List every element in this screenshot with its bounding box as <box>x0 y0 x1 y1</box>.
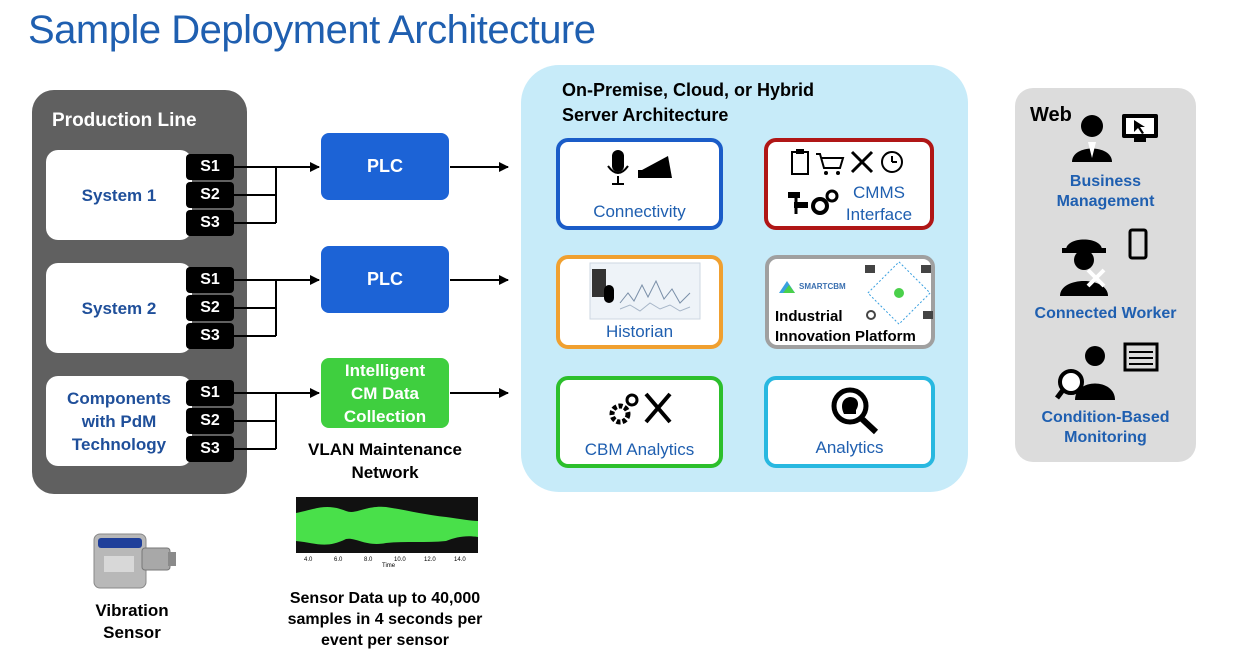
waveform-tick: 8.0 <box>364 557 373 563</box>
web-label-line: Business <box>1069 173 1142 190</box>
vlan-label: VLAN Maintenance Network <box>285 438 485 484</box>
components-label-line: Components <box>67 388 171 408</box>
server-title: On-Premise, Cloud, or Hybrid Server Arch… <box>562 78 814 128</box>
cmms-label-line: Interface <box>845 205 913 224</box>
sensor-data-caption: Sensor Data up to 40,000 samples in 4 se… <box>250 588 520 651</box>
historian-chart-icon <box>589 262 701 320</box>
connected-worker-label: Connected Worker <box>1034 305 1177 322</box>
icm-label-line: Collection <box>343 406 427 426</box>
connectivity-module: Connectivity <box>556 138 723 230</box>
plc-label: PLC <box>367 156 403 176</box>
intelligent-cm-box: Intelligent CM Data Collection <box>321 358 449 428</box>
sensor-s1-system2: S1 <box>186 267 234 293</box>
smartcbm-logo-icon <box>779 281 795 293</box>
waveform-tick: 14.0 <box>454 557 466 563</box>
web-label-line: Monitoring <box>1064 429 1147 446</box>
plc-label: PLC <box>367 269 403 289</box>
platform-label-line: Industrial <box>775 308 843 325</box>
cmms-label: CMMS Interface <box>828 182 930 226</box>
vlan-label-line: Network <box>351 463 419 482</box>
cmms-tools-icons <box>788 149 903 215</box>
waveform-tick: 6.0 <box>334 557 343 563</box>
plc-box-2: PLC <box>321 246 449 313</box>
system-2-box: System 2 <box>46 263 192 353</box>
web-title: Web <box>1030 104 1072 126</box>
components-label-line: with PdM <box>81 411 157 431</box>
waveform-tick: 4.0 <box>304 557 313 563</box>
plc-box-1: PLC <box>321 133 449 200</box>
connected-worker-icon <box>1060 228 1148 296</box>
cmms-label-line: CMMS <box>853 183 905 202</box>
magnifier-head-icon <box>831 387 879 435</box>
web-label-line: Management <box>1056 193 1155 210</box>
components-label-line: Technology <box>71 434 167 454</box>
vibration-label-line: Sensor <box>103 623 161 642</box>
web-label-line: Condition-Based <box>1041 409 1170 426</box>
sensor-caption-line: event per sensor <box>320 632 450 649</box>
smartcbm-logo-text: SMARTCBM <box>799 282 846 291</box>
historian-module: Historian <box>556 255 723 349</box>
industrial-innovation-platform-module: SMARTCBM Industrial Innovation Platform <box>765 255 935 349</box>
gears-tools-icon <box>609 392 672 425</box>
analytics-label: Analytics <box>815 438 884 457</box>
cbm-analytics-module: CBM Analytics <box>556 376 723 468</box>
business-management-label: Business Management <box>1015 172 1196 212</box>
analytics-module: Analytics <box>764 376 935 468</box>
sensor-s3-components: S3 <box>186 436 234 462</box>
sensor-caption-line: samples in 4 seconds per <box>287 611 483 628</box>
vibration-label-line: Vibration <box>95 601 169 620</box>
server-title-line: On-Premise, Cloud, or Hybrid <box>562 80 815 100</box>
condition-monitoring-icon <box>1055 342 1159 400</box>
waveform-axis-label: Time <box>382 563 396 569</box>
cmms-interface-module: CMMS Interface <box>764 138 934 230</box>
waveform-tick: 10.0 <box>394 557 406 563</box>
vibration-sensor-icon <box>93 533 176 589</box>
sensor-s3-system2: S3 <box>186 323 234 349</box>
historian-label: Historian <box>605 322 674 341</box>
vibration-sensor-label: Vibration Sensor <box>62 600 202 644</box>
system-1-box: System 1 <box>46 150 192 240</box>
sensor-s1-system1: S1 <box>186 154 234 180</box>
server-title-line: Server Architecture <box>562 105 729 125</box>
sensor-s3-system1: S3 <box>186 210 234 236</box>
condition-based-monitoring-label: Condition-Based Monitoring <box>1015 408 1196 448</box>
system-2-label: System 2 <box>81 298 157 318</box>
platform-label-line: Innovation Platform <box>775 328 916 345</box>
vlan-label-line: VLAN Maintenance <box>308 440 462 459</box>
sensor-s2-components: S2 <box>186 408 234 434</box>
components-pdm-box: Components with PdM Technology <box>46 376 192 466</box>
sensor-s2-system2: S2 <box>186 295 234 321</box>
production-line-title: Production Line <box>52 110 197 131</box>
page-title: Sample Deployment Architecture <box>28 8 596 52</box>
waveform-plot: 4.0 6.0 8.0 10.0 12.0 14.0 Time <box>296 497 478 569</box>
sensor-s1-components: S1 <box>186 380 234 406</box>
sensor-caption-line: Sensor Data up to 40,000 <box>289 590 481 607</box>
microphone-megaphone-icon <box>607 150 672 185</box>
waveform-tick: 12.0 <box>424 557 436 563</box>
sensor-s2-system1: S2 <box>186 182 234 208</box>
cbm-analytics-label: CBM Analytics <box>584 440 695 459</box>
icm-label-line: CM Data <box>350 383 419 403</box>
system-1-label: System 1 <box>81 185 157 205</box>
icm-label-line: Intelligent <box>344 360 426 380</box>
platform-label: Industrial Innovation Platform <box>775 307 931 347</box>
connectivity-label: Connectivity <box>593 202 686 221</box>
platform-network-icon <box>865 261 933 325</box>
business-person-monitor-icon <box>1072 114 1158 162</box>
